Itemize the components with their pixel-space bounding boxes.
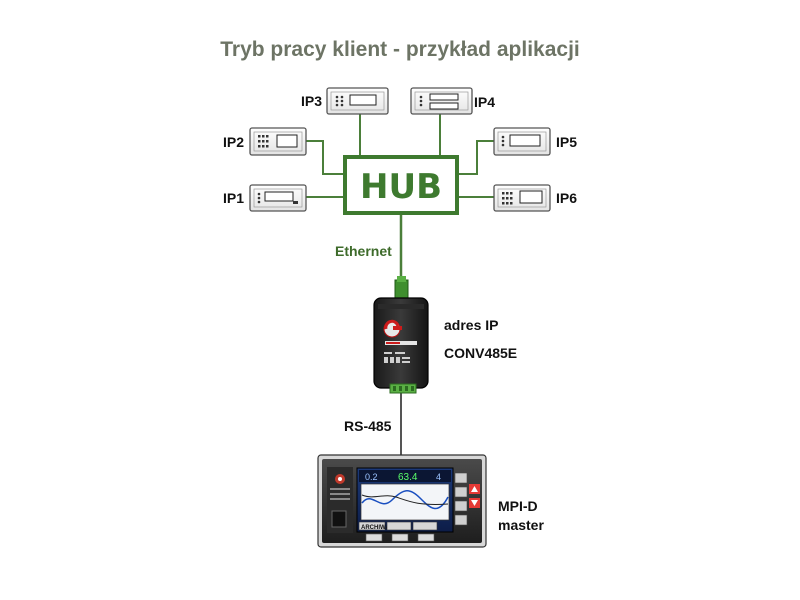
master-screen-tab: ARCHIWA bbox=[361, 525, 390, 531]
device-ip3 bbox=[326, 87, 389, 115]
device-label-ip1: IP1 bbox=[223, 190, 245, 206]
hub-box: HUB bbox=[343, 155, 459, 215]
device-label-ip4: IP4 bbox=[474, 94, 496, 110]
device-label-ip3: IP3 bbox=[301, 93, 323, 109]
device-ip1 bbox=[249, 184, 307, 212]
device-label-ip5: IP5 bbox=[556, 134, 578, 150]
hub-label: HUB bbox=[360, 167, 442, 207]
link-ip5 bbox=[458, 140, 494, 175]
converter-address-label: adres IP bbox=[444, 317, 499, 333]
device-ip4 bbox=[410, 87, 473, 115]
device-label-ip2: IP2 bbox=[223, 134, 245, 150]
device-label-ip6: IP6 bbox=[556, 190, 578, 206]
converter-name-label: CONV485E bbox=[444, 345, 518, 361]
master-device: 0.2 63.4 4 ARCHIWA bbox=[317, 454, 487, 548]
diagram-title: Tryb pracy klient - przykład aplikacji bbox=[220, 38, 580, 61]
master-screen-value-1: 0.2 bbox=[365, 472, 378, 482]
device-ip5 bbox=[493, 127, 551, 156]
link-ip2 bbox=[306, 140, 345, 175]
master-role-label: master bbox=[498, 517, 544, 533]
device-ip2 bbox=[249, 127, 307, 156]
master-screen-value-3: 4 bbox=[436, 472, 441, 482]
rs485-label: RS-485 bbox=[344, 418, 392, 434]
master-name-label: MPI-D bbox=[498, 498, 538, 514]
converter-device bbox=[373, 276, 429, 394]
master-screen-value-2: 63.4 bbox=[398, 472, 418, 483]
ethernet-label: Ethernet bbox=[335, 243, 392, 259]
device-ip6 bbox=[493, 184, 551, 212]
